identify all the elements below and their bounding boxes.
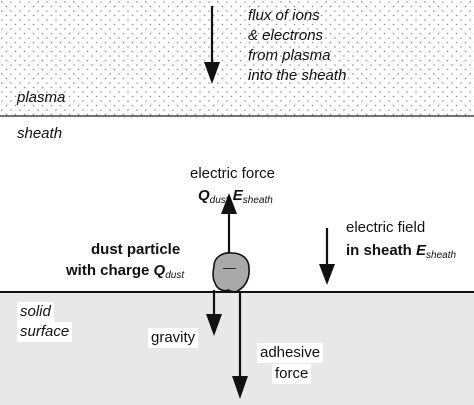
electric-force-formula: Qdust Esheath — [198, 187, 273, 206]
flux-label-line2: & electrons — [248, 27, 324, 44]
flux-label-line3: from plasma — [248, 47, 331, 64]
flux-arrow — [204, 6, 220, 84]
surface-label-line2: surface — [17, 322, 73, 342]
plasma-region — [0, 0, 474, 116]
flux-label-line4: into the sheath — [248, 67, 347, 84]
surface-label-line1: solid — [17, 302, 54, 322]
electric-field-line1: electric field — [346, 219, 426, 236]
dust-particle — [212, 252, 250, 293]
plasma-label: plasma — [17, 89, 66, 106]
electric-force-title: electric force — [190, 165, 276, 182]
sheath-label: sheath — [17, 125, 63, 142]
negative-charge-symbol: — — [223, 260, 236, 275]
dust-particle-line2: with charge Qdust — [66, 262, 185, 281]
gravity-label: gravity — [148, 328, 199, 348]
electric-field-line2: in sheath Esheath — [346, 242, 457, 261]
dust-particle-line1: dust particle — [91, 241, 181, 258]
gravity-arrow — [206, 290, 222, 336]
adhesive-label-line1: adhesive — [257, 343, 324, 363]
adhesive-force-arrow — [232, 292, 248, 399]
electric-field-arrow — [319, 228, 335, 285]
flux-label-line1: flux of ions — [248, 7, 320, 24]
adhesive-label-line2: force — [272, 364, 312, 384]
